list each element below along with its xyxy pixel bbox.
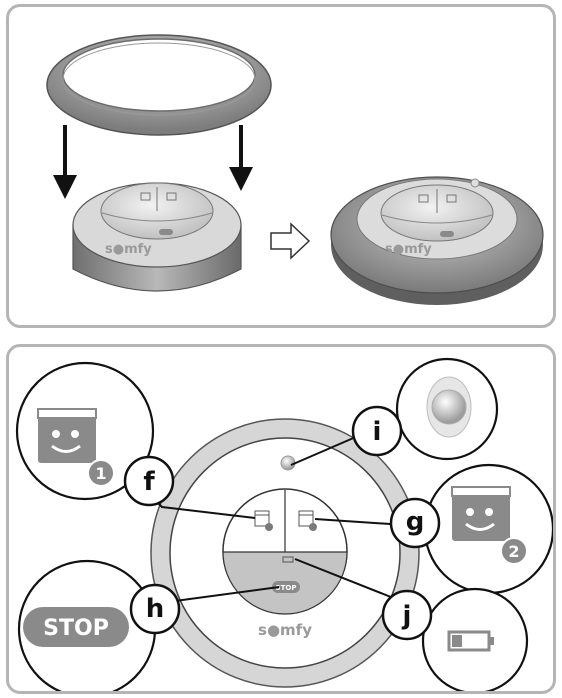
svg-text:h: h xyxy=(146,594,165,624)
brand-logo: s●mfy xyxy=(105,242,152,257)
stop-button[interactable]: STOP xyxy=(272,581,300,593)
svg-text:j: j xyxy=(402,601,412,631)
led-indicator xyxy=(280,455,296,471)
callout-i: i xyxy=(351,405,403,457)
detail-channel-1: 1 xyxy=(15,361,155,501)
smiley-blind-2-icon: 2 xyxy=(451,486,528,565)
stop-label-large: STOP xyxy=(43,616,109,641)
arrow-down-icon xyxy=(53,125,77,199)
svg-text:2: 2 xyxy=(508,542,519,561)
stop-icon: STOP xyxy=(23,607,129,647)
svg-text:1: 1 xyxy=(95,464,106,483)
callout-h: h xyxy=(129,583,181,635)
battery-indicator-small xyxy=(282,556,294,563)
assembly-illustration: s●mfy s●mfy xyxy=(46,34,544,305)
detail-battery xyxy=(421,587,529,691)
remote-face: STOP s●mfy xyxy=(150,418,420,688)
callout-j: j xyxy=(381,589,433,641)
trim-ring xyxy=(46,34,272,136)
channel-1-button[interactable] xyxy=(254,510,273,531)
led-icon xyxy=(426,376,472,438)
remote-base-unit: s●mfy xyxy=(72,182,242,292)
svg-text:i: i xyxy=(373,417,382,447)
stop-button-label: STOP xyxy=(276,584,297,592)
callout-f: f xyxy=(123,455,175,507)
svg-text:g: g xyxy=(406,507,425,537)
detail-stop: STOP xyxy=(17,559,157,691)
hollow-arrow-right-icon xyxy=(270,222,311,260)
buttons-diagram: STOP s●mfy xyxy=(15,357,553,691)
channel-2-button[interactable] xyxy=(298,510,317,531)
assembled-remote: s●mfy xyxy=(330,176,544,305)
buttons-panel: STOP s●mfy xyxy=(6,344,556,694)
brand-logo: s●mfy xyxy=(258,621,312,639)
brand-logo: s●mfy xyxy=(385,242,432,257)
detail-channel-2: 2 xyxy=(423,463,553,595)
smiley-blind-1-icon: 1 xyxy=(37,408,115,487)
assembly-panel: s●mfy s●mfy xyxy=(6,4,556,328)
battery-icon xyxy=(447,630,494,652)
svg-text:f: f xyxy=(143,467,155,497)
detail-led xyxy=(395,357,499,461)
callout-g: g xyxy=(389,497,441,549)
arrow-down-icon xyxy=(229,125,253,191)
